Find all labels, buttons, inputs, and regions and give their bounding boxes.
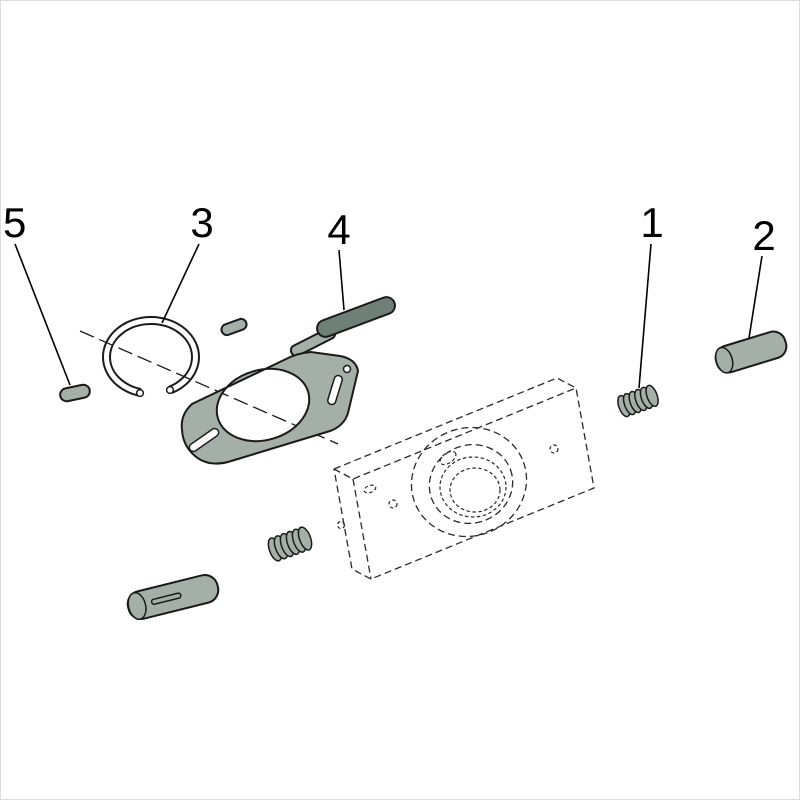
center-line (79, 330, 339, 445)
part-label-2: 2 (752, 212, 775, 259)
bore-outer (410, 426, 528, 538)
body-small-hole (388, 499, 398, 509)
snap-ring-gap (138, 382, 175, 401)
pin-slot (150, 592, 182, 605)
compression-spring (617, 384, 659, 418)
clevis-pin (714, 330, 788, 374)
part-label-3: 3 (190, 199, 213, 246)
body-side-hole (336, 520, 346, 530)
leader-line-5 (14, 243, 71, 386)
bore-thread (439, 456, 507, 518)
bore-chamfer (439, 450, 457, 466)
small-dowel-pin (59, 383, 91, 403)
leader-line-3 (161, 243, 200, 324)
main-body-phantom (333, 377, 595, 580)
body-small-hole (549, 444, 559, 454)
snap-ring-lug-hole (165, 385, 175, 395)
body-small-oval (363, 484, 377, 494)
cam-plate-hole (342, 364, 352, 374)
handle-grip (316, 296, 396, 338)
snap-ring (101, 316, 201, 401)
leader-line-2 (748, 255, 763, 339)
compression-spring-lower (267, 526, 313, 562)
part-label-5: 5 (3, 199, 26, 246)
leader-line-4 (338, 249, 345, 311)
handle-cam-plate (180, 296, 396, 465)
leader-line-1 (638, 243, 652, 389)
cam-plate-slot-right (327, 374, 343, 406)
part-label-4: 4 (327, 206, 350, 253)
part-number-labels: 5 3 4 1 2 (3, 199, 776, 259)
cam-plate (180, 350, 360, 465)
bore-thread (449, 467, 501, 513)
part-label-1: 1 (640, 199, 663, 246)
large-pin-lower (126, 574, 220, 620)
cam-plate-slot-left (188, 427, 220, 453)
snap-ring-lug-hole (135, 388, 145, 398)
leader-lines (14, 243, 763, 389)
bore-inner (428, 443, 514, 525)
small-pin (220, 317, 248, 337)
